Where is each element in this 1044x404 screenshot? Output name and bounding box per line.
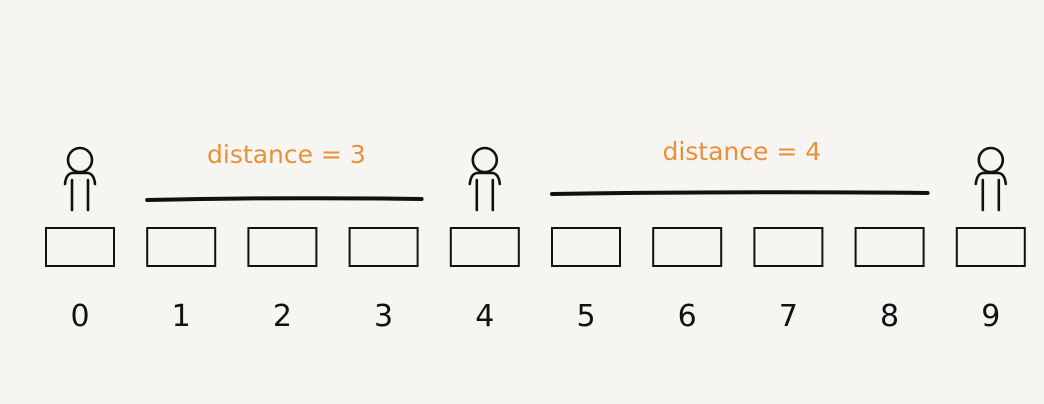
person-icon bbox=[63, 146, 97, 212]
people bbox=[63, 146, 1008, 212]
seat-numbers: 0 1 2 3 4 5 6 7 8 9 bbox=[70, 299, 1000, 334]
seat-number: 9 bbox=[981, 299, 1000, 334]
distance-spans bbox=[145, 190, 930, 202]
seat-number: 4 bbox=[475, 299, 494, 334]
seat-box bbox=[449, 227, 520, 267]
seat-box bbox=[45, 227, 115, 267]
distance-label: distance = 4 bbox=[662, 137, 821, 166]
person-icon bbox=[974, 146, 1008, 212]
seat-row bbox=[45, 227, 1026, 267]
seat-number: 1 bbox=[172, 299, 191, 334]
seat-number: 3 bbox=[374, 299, 393, 334]
distance-labels: distance = 3 distance = 4 bbox=[207, 137, 821, 169]
person-icon bbox=[468, 146, 502, 212]
seat-number: 6 bbox=[678, 299, 697, 334]
seat-box bbox=[753, 227, 824, 267]
seat-box bbox=[247, 227, 318, 267]
seat-number: 2 bbox=[273, 299, 292, 334]
seat-box bbox=[955, 227, 1026, 267]
seat-box bbox=[854, 227, 925, 267]
seat-number: 7 bbox=[779, 299, 798, 334]
distance-label: distance = 3 bbox=[207, 140, 366, 169]
seat-box bbox=[551, 227, 621, 267]
seat-box bbox=[652, 227, 723, 267]
distance-span-line bbox=[145, 196, 424, 202]
seat-number: 5 bbox=[576, 299, 595, 334]
seat-number: 0 bbox=[70, 299, 89, 334]
seat-box bbox=[146, 227, 217, 267]
seat-box bbox=[348, 227, 419, 267]
seat-number: 8 bbox=[880, 299, 899, 334]
distance-span-line bbox=[550, 190, 930, 196]
